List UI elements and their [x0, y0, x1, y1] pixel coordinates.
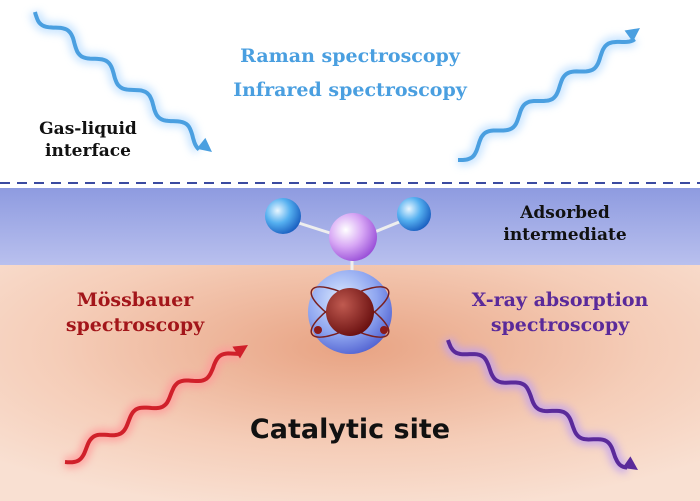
mossbauer-wave-arrow	[64, 345, 248, 469]
raman-scattered-wave-arrow	[458, 28, 640, 166]
raman-incident-wave-arrow	[29, 10, 212, 154]
catalytic-site-atom-icon	[308, 270, 392, 354]
raman-label: Raman spectroscopy	[240, 45, 460, 67]
catalytic-site-label: Catalytic site	[249, 414, 451, 445]
adsorbed-molecule-icon	[265, 197, 431, 285]
xray-wave-arrow	[442, 338, 638, 474]
infrared-label: Infrared spectroscopy	[233, 79, 467, 101]
